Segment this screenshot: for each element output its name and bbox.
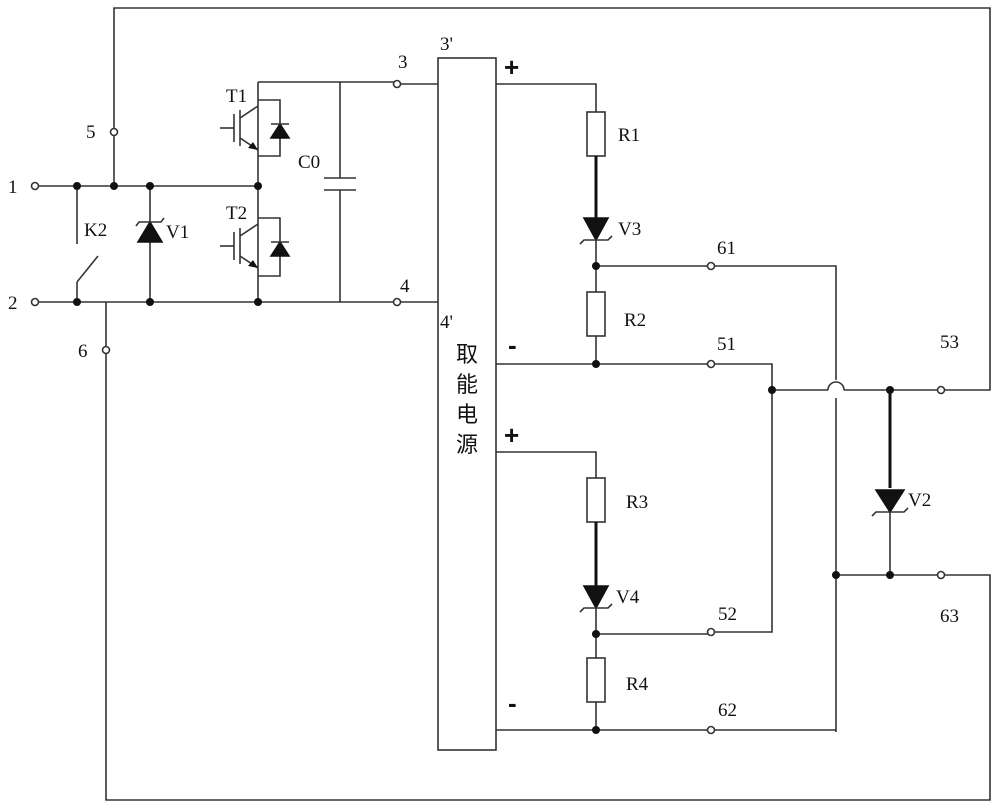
terminal-6: [101, 345, 111, 355]
igbt-bridge: [220, 81, 395, 302]
resistor-r2: [586, 291, 606, 337]
label-r4: R4: [626, 674, 649, 695]
label-terminal-61: 61: [717, 238, 736, 259]
resistor-r1: [586, 111, 606, 157]
label-terminal-6: 6: [78, 341, 88, 362]
plus-sign-upper: +: [504, 52, 519, 82]
label-terminal-62: 62: [718, 700, 737, 721]
label-c0: C0: [298, 152, 320, 173]
label-r2: R2: [624, 310, 646, 331]
resistor-r3: [586, 477, 606, 523]
label-v2: V2: [908, 490, 931, 511]
terminal-4: [392, 297, 402, 307]
terminal-2: [30, 297, 40, 307]
terminal-1: [30, 181, 40, 191]
plus-sign-lower: +: [504, 420, 519, 450]
label-terminal-4: 4: [400, 276, 410, 297]
terminal-61: [706, 261, 716, 271]
terminal-51: [706, 359, 716, 369]
power-supply-char-2: 能: [456, 373, 478, 398]
label-terminal-4-prime: 4': [440, 312, 453, 333]
label-v1: V1: [166, 222, 189, 243]
label-r3: R3: [626, 492, 648, 513]
component-labels: T1 T2 C0 K2 V1 R1 V3 R2 R3 V4 R4 V2: [84, 86, 931, 695]
terminal-53: [936, 385, 946, 395]
igbt-t1: [220, 99, 291, 157]
label-t1: T1: [226, 86, 247, 107]
label-terminal-1: 1: [8, 177, 18, 198]
label-terminal-53: 53: [940, 332, 959, 353]
igbt-t2: [220, 217, 291, 277]
label-v4: V4: [616, 587, 640, 608]
label-r1: R1: [618, 125, 640, 146]
terminal-5: [109, 127, 119, 137]
terminal-circles: [30, 79, 946, 735]
label-terminal-5: 5: [86, 122, 96, 143]
power-supply-labels: + - + - 取 能 电 源: [456, 52, 519, 718]
terminal-52: [706, 627, 716, 637]
input-section: [38, 135, 395, 347]
label-terminal-63: 63: [940, 606, 959, 627]
lower-branch: [496, 451, 938, 731]
switch-k2: [76, 186, 99, 302]
label-terminal-3-prime: 3': [440, 34, 453, 55]
power-supply-box: [400, 57, 497, 751]
outer-loop-wires: [105, 7, 991, 801]
label-v3: V3: [618, 219, 641, 240]
terminal-3: [392, 79, 402, 89]
zener-v4: [579, 585, 613, 613]
label-terminal-3: 3: [398, 52, 408, 73]
power-supply-char-1: 取: [456, 343, 478, 368]
label-terminal-51: 51: [717, 334, 736, 355]
resistor-r4: [586, 657, 606, 703]
terminal-labels: 1 2 5 6 3 4 3' 4' 61 51 52 62 53 63: [8, 34, 959, 721]
label-t2: T2: [226, 203, 247, 224]
zener-v1: [135, 186, 165, 302]
label-terminal-52: 52: [718, 604, 737, 625]
label-terminal-2: 2: [8, 293, 18, 314]
junction-dots: [73, 182, 894, 734]
terminal-62: [706, 725, 716, 735]
capacitor-c0: [324, 177, 356, 191]
power-supply-char-3: 电: [456, 403, 478, 428]
zener-v3: [579, 217, 613, 245]
minus-sign-lower: -: [508, 688, 517, 718]
label-k2: K2: [84, 220, 107, 241]
power-supply-char-4: 源: [456, 433, 478, 458]
upper-branch: [496, 83, 938, 732]
terminal-63: [936, 570, 946, 580]
minus-sign-upper: -: [508, 330, 517, 360]
zener-v2: [871, 489, 909, 575]
